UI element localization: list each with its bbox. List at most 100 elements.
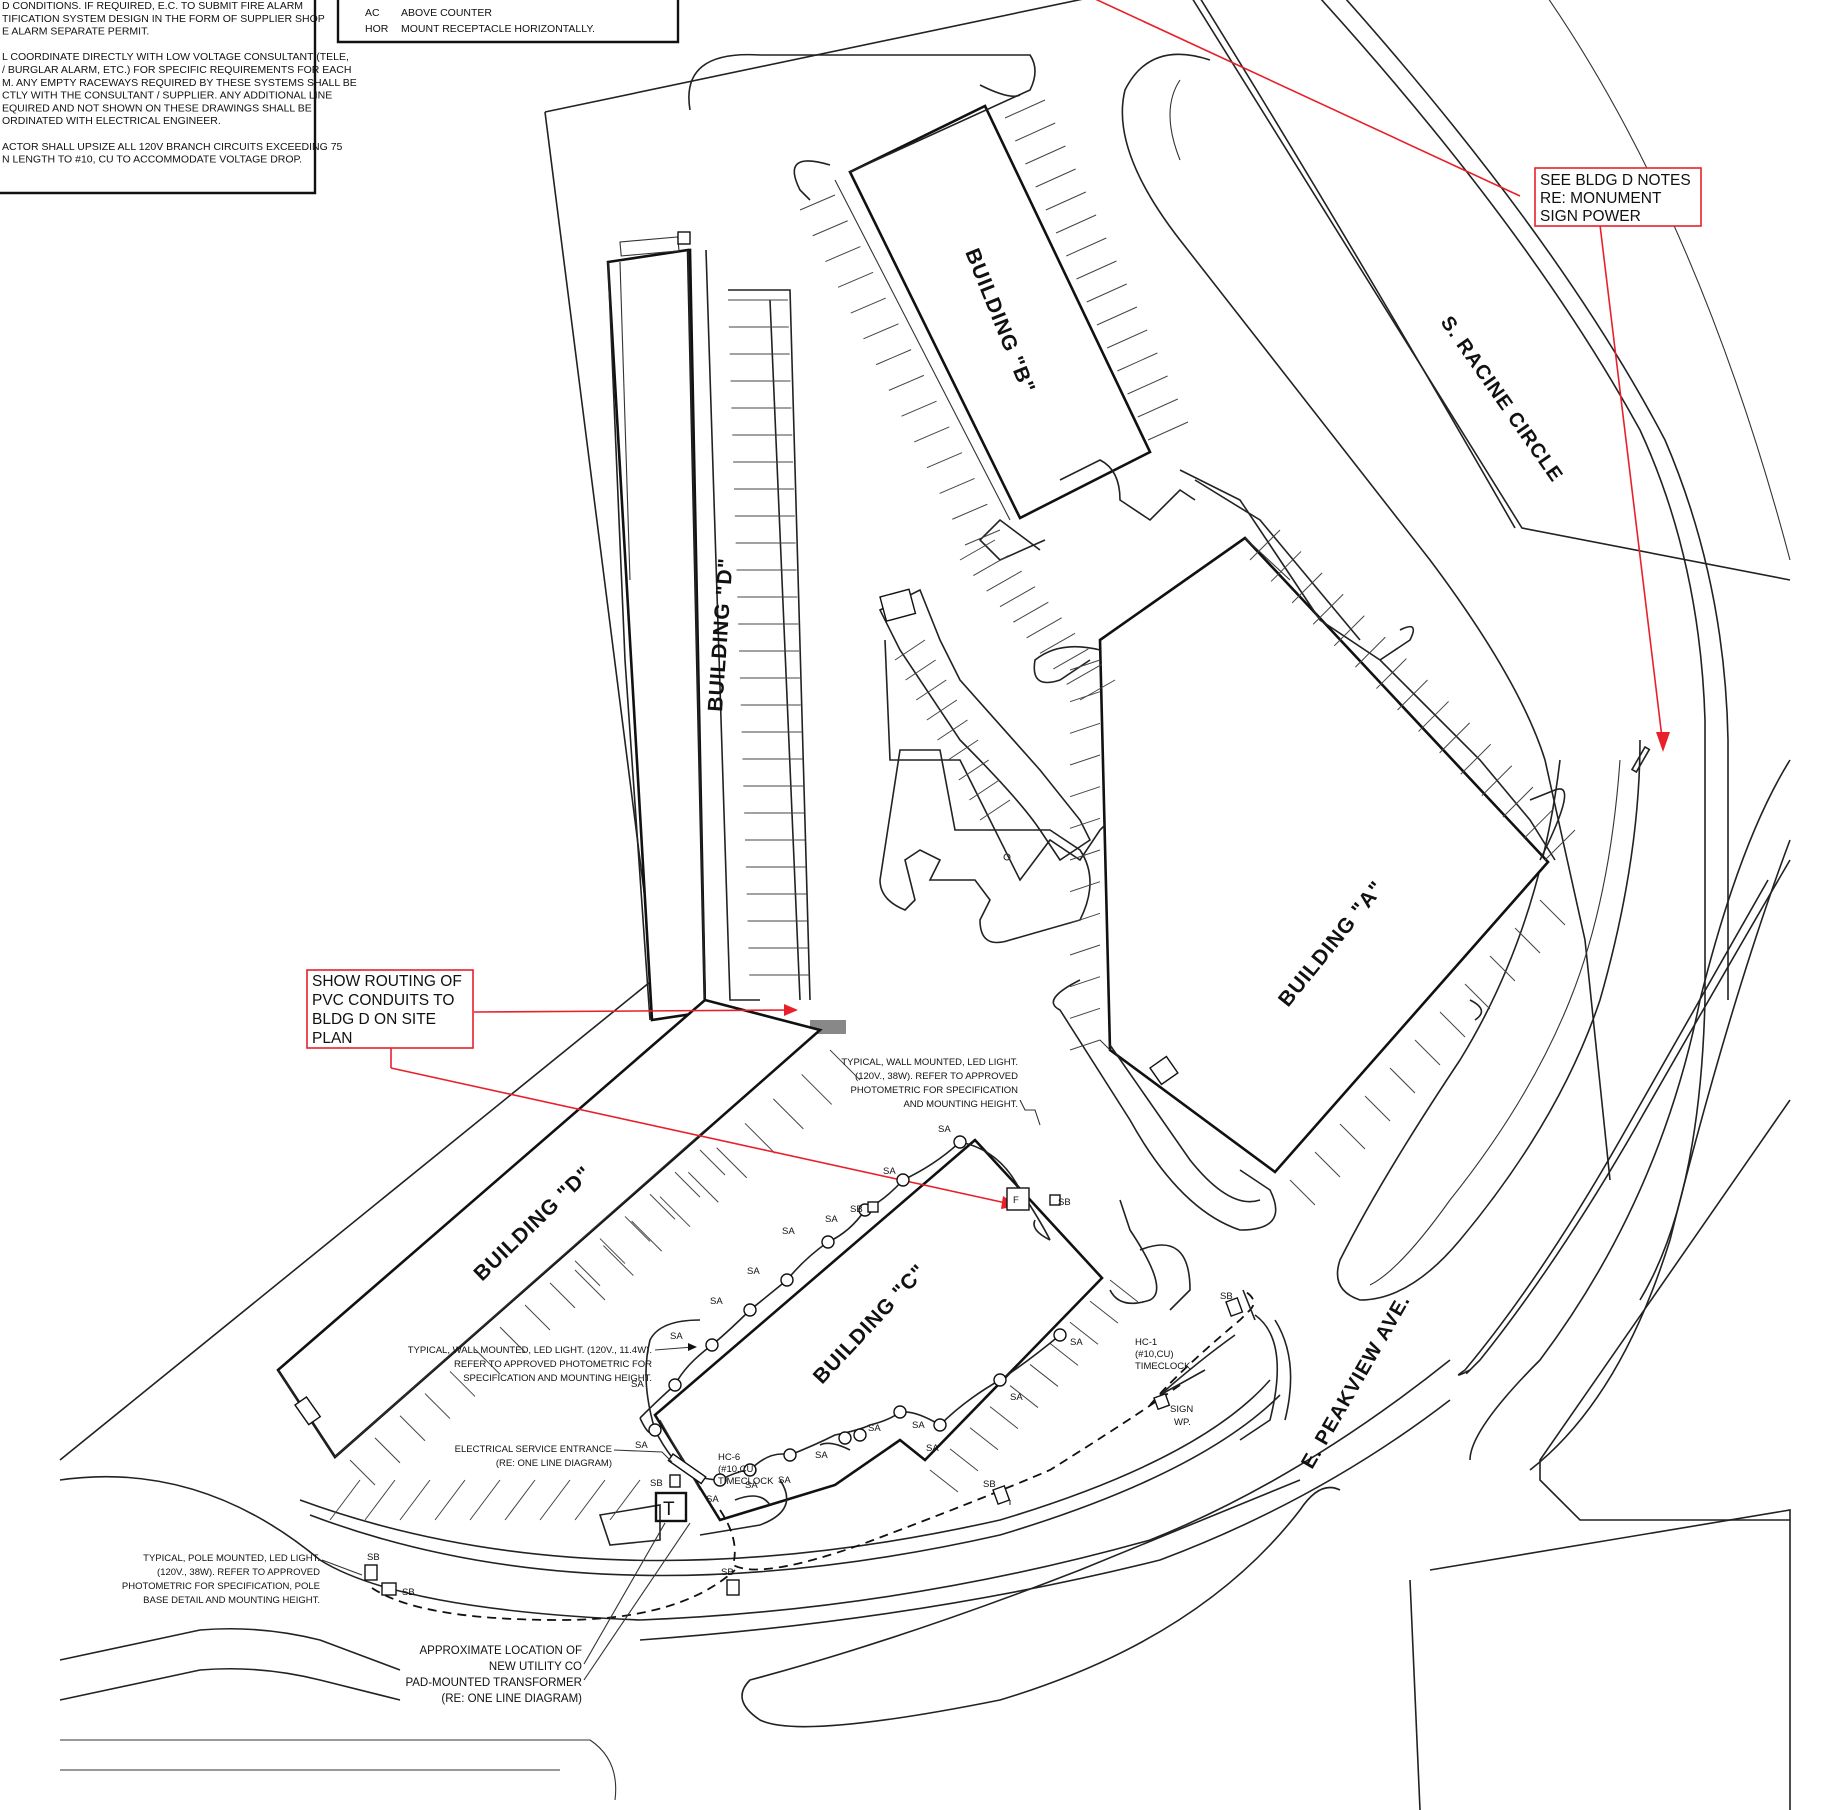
transformer-symbol: T xyxy=(663,1499,675,1520)
parking-stripe xyxy=(1055,214,1097,234)
sa-wall-light[interactable] xyxy=(648,1423,662,1437)
sa-wall-light[interactable] xyxy=(1053,1328,1067,1342)
parking-stripe xyxy=(1086,283,1127,303)
sa-wall-light[interactable] xyxy=(743,1463,757,1477)
note-hc1-line-1: HC-1 xyxy=(1135,1337,1157,1348)
parking-stripe xyxy=(699,1149,726,1176)
parking-stripe xyxy=(949,1448,979,1472)
comment-box-monument[interactable] xyxy=(1534,167,1702,227)
sa-wall-light[interactable] xyxy=(853,1428,867,1442)
sa-label: SA xyxy=(782,1226,795,1237)
parking-stripe xyxy=(599,1238,626,1264)
general-note-line: / BURGLAR ALARM, ETC.) FOR SPECIFIC REQU… xyxy=(2,64,351,76)
sa-wall-light[interactable] xyxy=(896,1173,910,1187)
parking-stripe xyxy=(574,1479,606,1521)
service-entrance-panel[interactable] xyxy=(667,1453,707,1485)
parking-stripe xyxy=(1066,237,1107,257)
parking-stripe xyxy=(1489,955,1516,982)
parking-stripe xyxy=(1355,636,1386,668)
sa-wall-light[interactable] xyxy=(993,1373,1007,1387)
sa-wall-light[interactable] xyxy=(705,1338,719,1352)
abbr-code-hor: HOR xyxy=(365,23,389,35)
note-hc1-line-3: TIMECLOCK xyxy=(1135,1361,1191,1372)
parking-stripe xyxy=(524,1304,551,1331)
sa-wall-light[interactable] xyxy=(933,1418,947,1432)
building-d-south xyxy=(276,998,823,1459)
note-sign-line-2: WP. xyxy=(1174,1417,1191,1428)
parking-stripe xyxy=(399,1479,431,1521)
parking-stripe xyxy=(1539,899,1566,926)
sa-wall-light[interactable] xyxy=(780,1273,794,1287)
note-hc6-line-3: TIMECLOCK xyxy=(718,1476,774,1487)
parking-stripe xyxy=(1397,679,1428,711)
parking-stripe xyxy=(1015,122,1056,142)
parking-stripe xyxy=(1106,329,1148,349)
parking-stripe xyxy=(926,452,963,469)
review-markups: SEE BLDG D NOTES RE: MONUMENT SIGN POWER… xyxy=(306,0,1702,1209)
general-note-line: CTLY WITH THE CONSULTANT / SUPPLIER. ANY… xyxy=(2,90,332,102)
sa-label: SA xyxy=(745,1480,758,1491)
parking-stripe xyxy=(1127,375,1168,395)
parking-stripe xyxy=(964,529,1001,546)
parking-stripe xyxy=(1076,260,1117,280)
comment-box-conduits[interactable] xyxy=(306,969,474,1049)
note-service-line-1: ELECTRICAL SERVICE ENTRANCE xyxy=(455,1444,612,1455)
sa-label: SA xyxy=(938,1124,951,1135)
comment-conduits-line-2: PVC CONDUITS TO xyxy=(312,992,454,1009)
comment-monument-line-1: SEE BLDG D NOTES xyxy=(1540,172,1691,189)
parking-stripe xyxy=(863,323,899,340)
abbr-desc-ac: ABOVE COUNTER xyxy=(401,7,492,19)
parking-stripe xyxy=(905,659,936,681)
parking-stripe xyxy=(1069,1007,1101,1019)
parking-stripe xyxy=(1089,1300,1119,1324)
sa-label: SA xyxy=(1010,1392,1023,1403)
parking-stripe xyxy=(1109,1279,1139,1303)
comment-conduits-line-3: BLDG D ON SITE xyxy=(312,1011,436,1028)
sa-wall-light[interactable] xyxy=(783,1448,797,1462)
sa-wall-light[interactable] xyxy=(743,1303,757,1317)
sb-label-east: SB xyxy=(983,1479,996,1490)
sa-label: SA xyxy=(747,1266,760,1277)
parking-stripe xyxy=(1045,191,1087,211)
transformer-pad[interactable] xyxy=(654,1491,688,1523)
sa-wall-light[interactable] xyxy=(713,1473,727,1487)
parking-stripe xyxy=(1069,722,1101,734)
parking-stripe xyxy=(1523,808,1555,839)
building-a xyxy=(1098,536,1550,1174)
sa-wall-light[interactable] xyxy=(893,1405,907,1419)
parking-stripe xyxy=(574,1260,601,1287)
general-note-line: TIFICATION SYSTEM DESIGN IN THE FORM OF … xyxy=(2,13,325,25)
sa-wall-light[interactable] xyxy=(668,1378,682,1392)
medians-and-walks xyxy=(299,459,1566,1577)
sa-label: SA xyxy=(1070,1337,1083,1348)
parking-stripe xyxy=(1004,99,1046,119)
parking-stripe xyxy=(1289,1179,1316,1206)
sa-wall-light[interactable] xyxy=(821,1235,835,1249)
parking-stripe xyxy=(364,1479,396,1521)
parking-stripe xyxy=(659,1196,691,1228)
e-peakview-road xyxy=(59,1359,1791,1810)
parking-stripe xyxy=(1009,1385,1039,1408)
parking-stripe xyxy=(875,349,912,366)
comment-monument-line-2: RE: MONUMENT xyxy=(1540,190,1662,207)
f-box[interactable] xyxy=(1006,1187,1030,1211)
sa-wall-light[interactable] xyxy=(838,1431,852,1445)
sa-wall-light[interactable] xyxy=(953,1135,967,1149)
parking-stripe xyxy=(1544,829,1576,861)
sa-label: SA xyxy=(670,1331,683,1342)
peakview-street-label: E. PEAKVIEW AVE. xyxy=(1297,1291,1415,1473)
abbreviation-legend: AC ABOVE COUNTER HOR MOUNT RECEPTACLE HO… xyxy=(336,0,680,44)
parking-stripe xyxy=(1389,1067,1416,1094)
sa-label: SA xyxy=(825,1214,838,1225)
parking-stripe xyxy=(609,1479,641,1521)
sign-wp-box[interactable] xyxy=(1153,1392,1171,1411)
parking-stripe xyxy=(1069,944,1101,956)
note-hc6-line-1: HC-6 xyxy=(718,1452,740,1463)
parking-stripe xyxy=(1069,976,1101,988)
parking-stripe xyxy=(979,799,1011,821)
parking-stripe xyxy=(1096,306,1138,326)
parking-stripe xyxy=(929,1469,959,1493)
monument-sign xyxy=(1630,745,1651,774)
parking-stripe xyxy=(744,1122,776,1154)
note-service-line-2: (RE: ONE LINE DIAGRAM) xyxy=(496,1458,612,1469)
